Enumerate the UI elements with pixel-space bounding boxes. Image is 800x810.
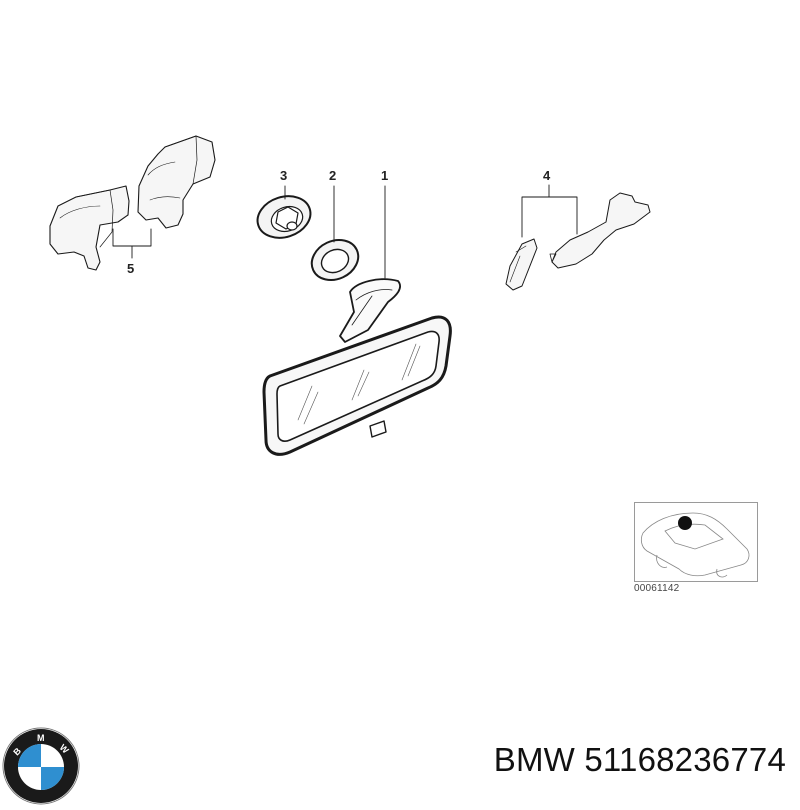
callout-5: 5 [127, 261, 135, 276]
callout-3: 3 [280, 168, 288, 183]
car-outline-icon [640, 512, 750, 578]
callout-4: 4 [543, 168, 551, 183]
vehicle-location-inset [634, 502, 758, 582]
location-marker-icon [678, 516, 692, 530]
part-number-title: BMW 51168236774 [493, 741, 786, 778]
parts-drawing [49, 135, 651, 456]
svg-text:M: M [37, 733, 45, 743]
bmw-roundel-icon: B M W [2, 727, 80, 805]
part-4-covers [505, 184, 651, 291]
inset-image-code: 00061142 [634, 583, 680, 594]
callout-2: 2 [329, 168, 337, 183]
part-3-cap [256, 185, 312, 239]
part-5-trim-covers [49, 135, 216, 271]
part-1-mirror [262, 185, 452, 456]
part-2-ring [310, 185, 360, 281]
callout-1: 1 [381, 168, 389, 183]
